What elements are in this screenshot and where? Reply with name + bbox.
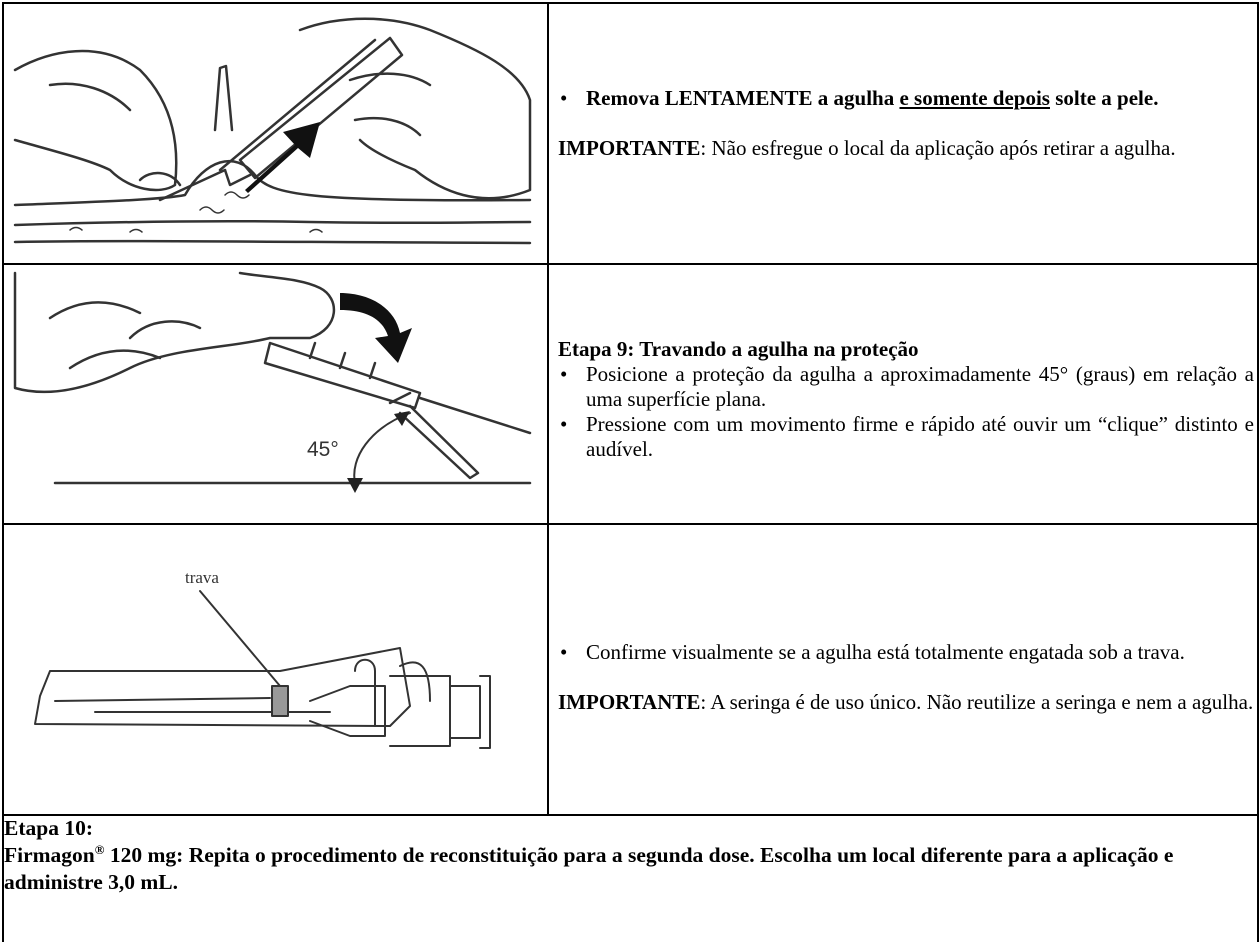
lock-label: trava [185, 568, 219, 587]
remove-needle-instructions: Remova LENTAMENTE a agulha e somente dep… [558, 86, 1254, 161]
lock-needle-instructions: Etapa 9: Travando a agulha na proteção P… [558, 337, 1254, 462]
remove-slowly-text: Remova LENTAMENTE a agulha [586, 86, 900, 110]
step-10-block: Etapa 10: Firmagon® 120 mg: Repita o pro… [4, 815, 1254, 896]
row-divider-2 [2, 523, 1259, 525]
table-border-top [2, 2, 1259, 4]
remove-needle-illustration [13, 17, 532, 245]
important-label-1: IMPORTANTE [558, 136, 701, 160]
column-divider [547, 2, 549, 814]
second-dose-instruction: 120 mg: Repita o procedimento de reconst… [4, 843, 1174, 894]
confirm-lock-bullet: Confirme visualmente se a agulha está to… [558, 640, 1254, 665]
important-note-1: IMPORTANTE: Não esfregue o local da apli… [558, 136, 1254, 161]
step-9-bullet-2: Pressione com um movimento firme e rápid… [558, 412, 1254, 462]
confirm-lock-instructions: Confirme visualmente se a agulha está to… [558, 640, 1254, 715]
important-note-2: IMPORTANTE: A seringa é de uso único. Nã… [558, 690, 1254, 715]
locked-needle-illustration: trava [34, 568, 491, 749]
row-divider-3 [2, 814, 1259, 816]
registered-mark: ® [94, 841, 105, 857]
lock-needle-illustration: 45° [13, 271, 532, 493]
step-10-text: Firmagon® 120 mg: Repita o procedimento … [4, 842, 1254, 896]
angle-label: 45° [307, 438, 339, 461]
step-9-title: Etapa 9: Travando a agulha na proteção [558, 337, 919, 361]
release-skin-text: solte a pele. [1049, 86, 1159, 110]
step-10-title: Etapa 10: [4, 816, 93, 840]
important-text-1: : Não esfregue o local da aplicação após… [700, 136, 1176, 160]
row-divider-1 [2, 263, 1259, 265]
important-text-2: : A seringa é de uso único. Não reutiliz… [700, 690, 1254, 714]
important-label-2: IMPORTANTE [558, 690, 701, 714]
table-border-right [1257, 2, 1259, 942]
only-then-text: e somente depois [899, 86, 1050, 110]
step-9-bullet-1: Posicione a proteção da agulha a aproxim… [558, 362, 1254, 412]
remove-needle-bullet: Remova LENTAMENTE a agulha e somente dep… [558, 86, 1254, 111]
product-name: Firmagon [4, 843, 95, 867]
table-border-left [2, 2, 4, 942]
